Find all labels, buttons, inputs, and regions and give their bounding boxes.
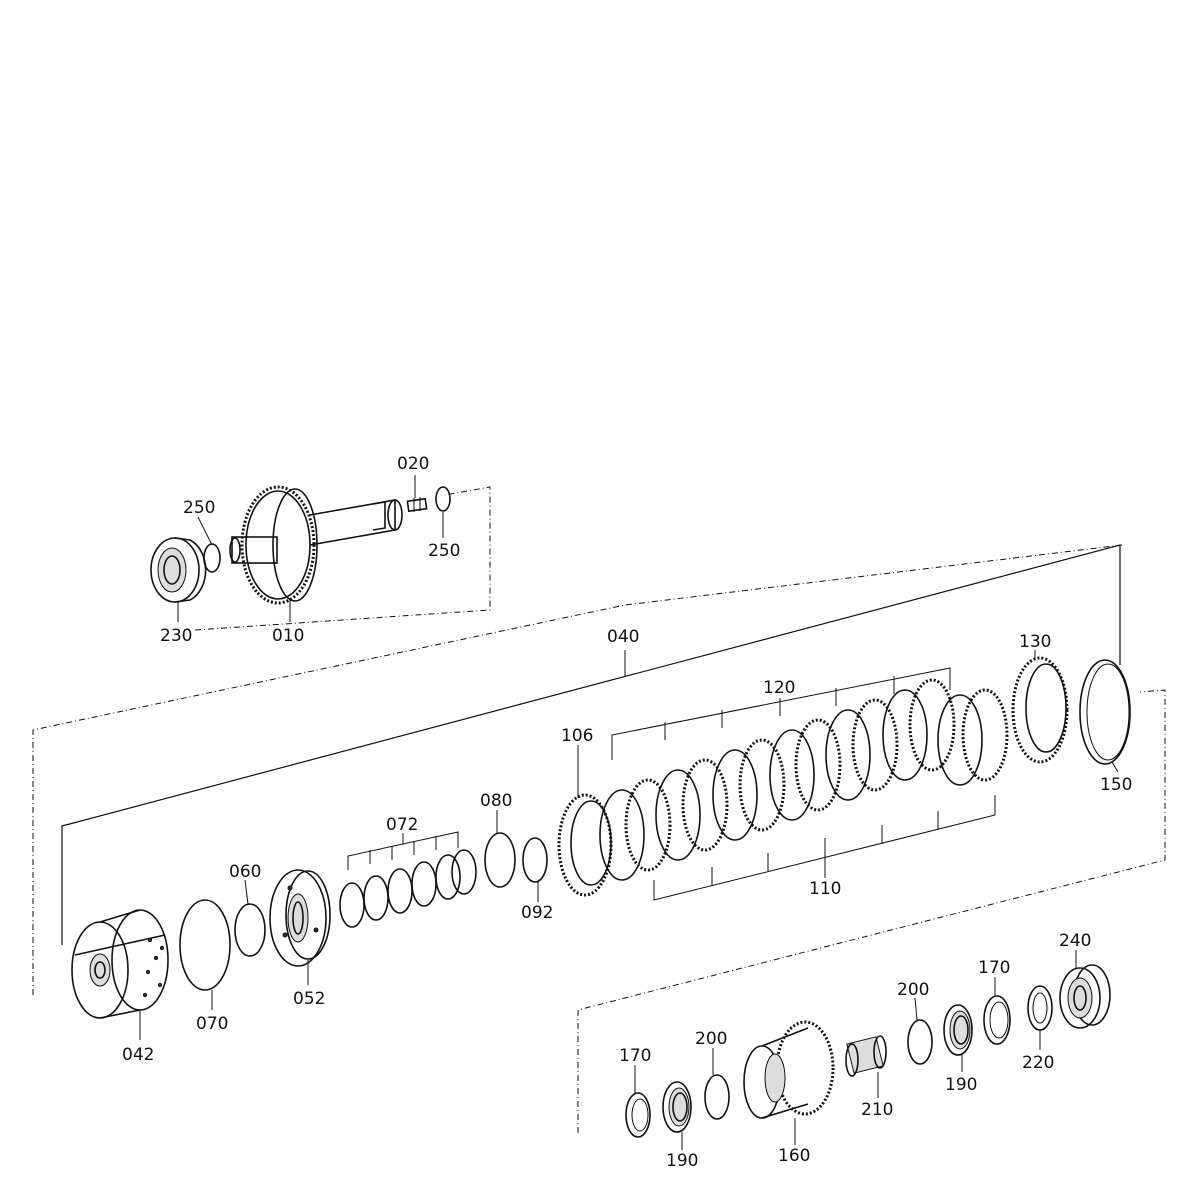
spring-set-072[interactable] xyxy=(339,831,477,928)
seal-ring-060[interactable] xyxy=(234,903,266,957)
washer-200-right[interactable] xyxy=(907,997,933,1065)
part-labels: 020 250 250 230 010 040 130 120 106 150 … xyxy=(122,454,1132,1171)
snap-ring-150[interactable] xyxy=(1079,659,1131,773)
disc-190-left[interactable] xyxy=(662,1081,692,1150)
pin-020[interactable] xyxy=(406,497,428,513)
needle-bearing-210[interactable] xyxy=(845,1035,887,1098)
clutch-plate-stack-110-120[interactable] xyxy=(599,667,1009,901)
label-250-left: 250 xyxy=(183,498,215,518)
o-ring-070[interactable] xyxy=(179,899,231,991)
label-170-right: 170 xyxy=(978,958,1010,978)
label-092: 092 xyxy=(521,903,553,923)
shaft-assembly-group xyxy=(150,475,491,631)
label-042: 042 xyxy=(122,1045,154,1065)
clutch-assembly-group xyxy=(32,544,1131,1040)
end-plate-106[interactable] xyxy=(557,745,613,897)
disc-190-right[interactable] xyxy=(943,1004,973,1072)
label-052: 052 xyxy=(293,989,325,1009)
disc-130[interactable] xyxy=(1011,650,1069,764)
label-190-left: 190 xyxy=(666,1151,698,1171)
clutch-group-outline xyxy=(32,544,1123,995)
label-040: 040 xyxy=(607,627,639,647)
label-080: 080 xyxy=(480,791,512,811)
clutch-drum-042[interactable] xyxy=(71,909,169,1040)
snap-ring-092[interactable] xyxy=(522,837,548,883)
gear-160[interactable] xyxy=(743,1020,835,1145)
label-200-left: 200 xyxy=(695,1029,727,1049)
label-060: 060 xyxy=(229,862,261,882)
gear-group-outline xyxy=(577,689,1166,1133)
label-170-left: 170 xyxy=(619,1046,651,1066)
ring-080[interactable] xyxy=(484,832,516,888)
shaft-group-outline xyxy=(194,486,491,631)
snap-ring-250-right[interactable] xyxy=(435,486,451,512)
gear-shaft-010[interactable] xyxy=(229,485,403,605)
label-220: 220 xyxy=(1022,1053,1054,1073)
bearing-230[interactable] xyxy=(150,537,207,603)
label-072: 072 xyxy=(386,815,418,835)
label-110: 110 xyxy=(809,879,841,899)
label-150: 150 xyxy=(1100,775,1132,795)
bracket-040 xyxy=(61,544,1121,945)
snap-ring-250-left[interactable] xyxy=(203,543,221,573)
label-070: 070 xyxy=(196,1014,228,1034)
label-250-right: 250 xyxy=(428,541,460,561)
label-020: 020 xyxy=(397,454,429,474)
piston-052[interactable] xyxy=(269,869,331,985)
bearing-240[interactable] xyxy=(1059,950,1111,1029)
label-210: 210 xyxy=(861,1100,893,1120)
retaining-ring-220[interactable] xyxy=(1027,985,1053,1050)
washer-200-left[interactable] xyxy=(704,1048,730,1120)
label-190-right: 190 xyxy=(945,1075,977,1095)
label-230: 230 xyxy=(160,626,192,646)
label-160: 160 xyxy=(778,1146,810,1166)
label-010: 010 xyxy=(272,626,304,646)
label-200-right: 200 xyxy=(897,980,929,1000)
washer-170-right[interactable] xyxy=(983,977,1011,1045)
gear-assembly-group xyxy=(577,689,1166,1150)
label-240: 240 xyxy=(1059,931,1091,951)
label-120: 120 xyxy=(763,678,795,698)
label-130: 130 xyxy=(1019,632,1051,652)
washer-170-left[interactable] xyxy=(625,1065,651,1138)
label-106: 106 xyxy=(561,726,593,746)
